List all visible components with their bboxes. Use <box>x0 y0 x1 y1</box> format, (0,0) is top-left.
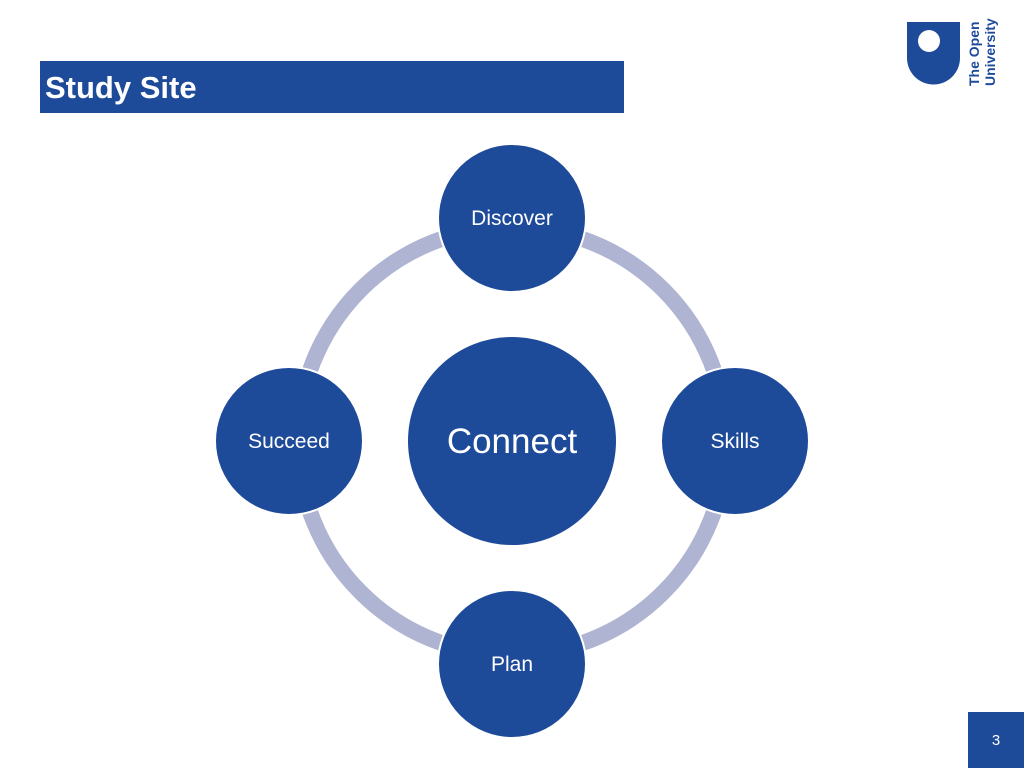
node-right-label: Skills <box>710 430 759 453</box>
page-number-box: 3 <box>968 712 1024 768</box>
node-bottom-circle <box>437 589 587 739</box>
page-number: 3 <box>991 732 1001 749</box>
node-top-circle <box>437 143 587 293</box>
node-left-circle <box>214 366 364 516</box>
node-right-circle <box>660 366 810 516</box>
open-university-shield-icon <box>907 22 960 85</box>
center-label: Connect <box>447 422 578 461</box>
node-bottom-label: Plan <box>491 653 533 676</box>
logo-shield-dot <box>918 30 940 52</box>
center-circle <box>406 335 618 547</box>
slide-title: Study Site <box>45 70 197 105</box>
node-top-label: Discover <box>471 207 553 230</box>
node-left-label: Succeed <box>248 430 330 453</box>
title-bar: Study Site <box>40 61 624 113</box>
